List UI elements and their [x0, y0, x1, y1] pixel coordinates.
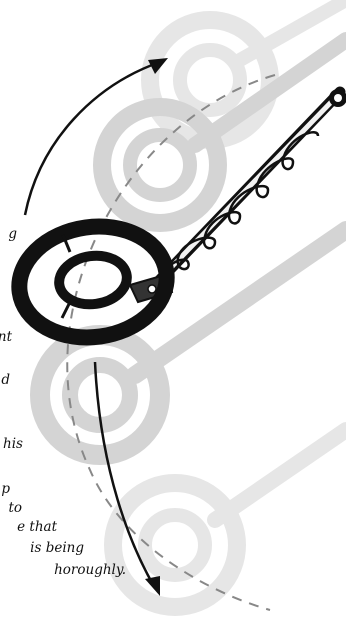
caption-fragment-7: e that: [17, 519, 57, 535]
caption-fragment-8: is being: [30, 540, 84, 556]
caption-fragment-1: g: [8, 226, 17, 242]
upward-swing-arrow: [23, 60, 161, 216]
caption-fragment-6: to: [8, 500, 22, 516]
downward-swing-arrow: [93, 361, 157, 589]
detector-handle: [329, 89, 346, 107]
upward-arrow-head: [148, 58, 168, 74]
coiled-cable: [163, 130, 320, 283]
ghost-detector-upper: [93, 32, 346, 232]
caption-fragment-5: p: [1, 481, 10, 497]
caption-fragment-4: his: [3, 436, 23, 452]
caption-fragment-2: nt: [0, 329, 12, 345]
search-coil-inner: [54, 250, 132, 310]
caption-fragment-9: horoughly.: [54, 562, 126, 578]
metal-detector: [11, 86, 346, 346]
ghost-detector-bottom: [104, 422, 346, 616]
search-coil-outer: [11, 218, 175, 346]
downward-arrow-head: [145, 576, 160, 596]
sweep-path-dashed-arc: [66, 74, 276, 611]
caption-fragment-3: d: [1, 372, 10, 388]
